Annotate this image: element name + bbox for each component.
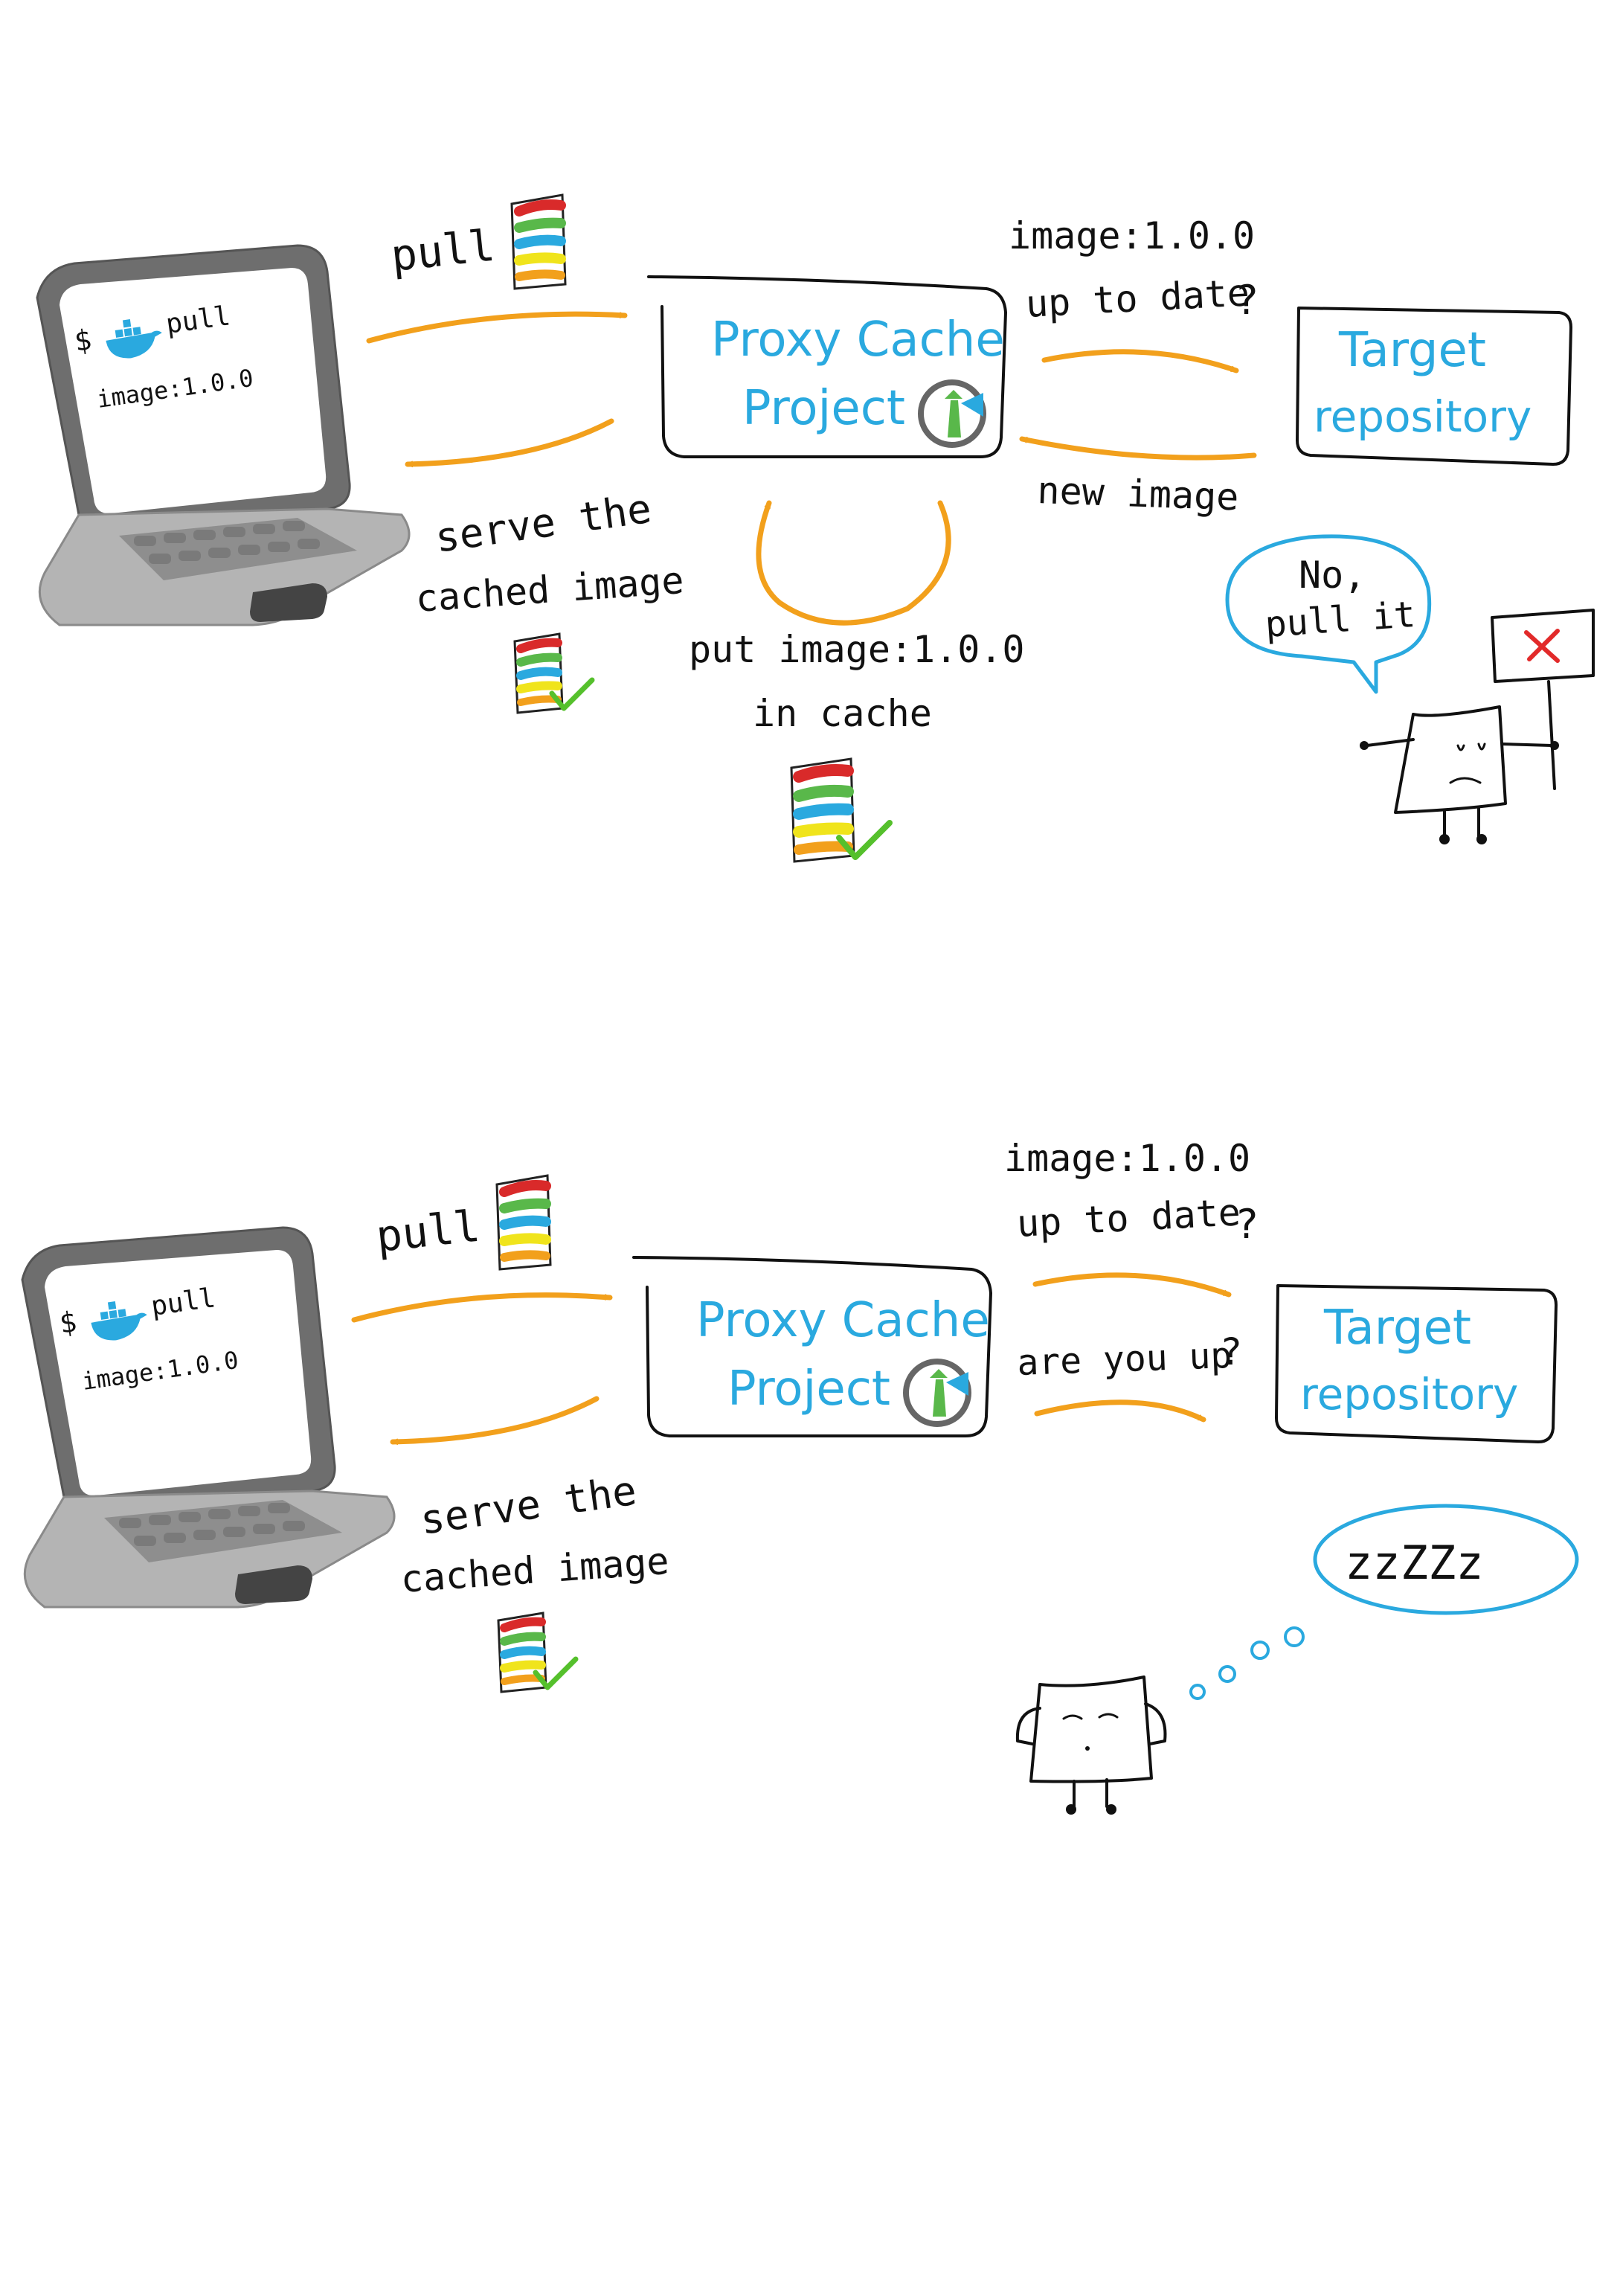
flag-icon xyxy=(1491,609,1595,683)
ping-question-mark: ? xyxy=(1220,1330,1242,1373)
target-title-bottom-line2: repository xyxy=(1300,1369,1518,1420)
image-stack-icon-bottom xyxy=(495,1174,552,1271)
check-icon xyxy=(533,1656,579,1690)
ping-label: are you up xyxy=(1016,1335,1232,1384)
check-question-mark: ? xyxy=(1235,277,1259,324)
check-label-line1: image:1.0.0 xyxy=(1009,214,1255,257)
check-icon xyxy=(549,677,595,711)
put-label-line1: put image:1.0.0 xyxy=(689,628,1025,671)
proxy-title-bottom-line2: Project xyxy=(727,1362,890,1417)
laptop-icon: $ pull image:1.0.0 xyxy=(36,244,411,626)
sleep-bubble: zzZZz xyxy=(1189,1504,1579,1700)
check-question-mark-bottom: ? xyxy=(1235,1201,1259,1248)
target-title-line2: repository xyxy=(1314,391,1532,442)
sleep-text: zzZZz xyxy=(1345,1536,1484,1590)
target-repository-box: Target repository xyxy=(1296,307,1572,466)
proxy-cache-box-bottom: Proxy Cache Project xyxy=(632,1256,992,1437)
put-label-line2: in cache xyxy=(753,692,932,735)
proxy-cache-box: Proxy Cache Project xyxy=(647,275,1007,458)
cross-icon xyxy=(1524,629,1560,663)
speech-bubble: No, pull it xyxy=(1225,534,1432,694)
serve-label-bottom-line2: cached image xyxy=(399,1539,670,1601)
check-icon xyxy=(836,820,893,860)
image-stack-icon xyxy=(510,193,567,290)
bubble-line1: No, xyxy=(1299,554,1366,597)
lighthouse-logo-icon-bottom xyxy=(903,1359,971,1427)
proxy-title-line2: Project xyxy=(742,381,905,436)
image-stack-check-icon-bottom xyxy=(497,1612,579,1693)
check-label-line2: up to date xyxy=(1025,271,1251,326)
proxy-title-line1: Proxy Cache xyxy=(711,312,1005,368)
image-stack-check-icon xyxy=(513,632,595,714)
proxy-title-bottom-line1: Proxy Cache xyxy=(696,1293,990,1348)
pull-label-bottom: pull xyxy=(373,1201,482,1262)
repository-character-sleeping xyxy=(1015,1675,1167,1815)
docker-whale-icon-bottom xyxy=(91,1301,147,1341)
serve-label-bottom-line1: serve the xyxy=(417,1467,640,1544)
target-title-bottom-line1: Target xyxy=(1323,1301,1471,1356)
laptop-icon-bottom: $ pull image:1.0.0 xyxy=(21,1226,396,1609)
lighthouse-logo-icon xyxy=(918,379,986,448)
check-label-bottom-line1: image:1.0.0 xyxy=(1004,1137,1250,1180)
scenario-top: $ pull image:1.0.0 pull serve the cached… xyxy=(36,193,1595,863)
docker-whale-icon xyxy=(106,319,162,359)
check-label-bottom-line2: up to date xyxy=(1016,1190,1242,1245)
new-image-label: new image xyxy=(1037,469,1240,519)
target-title-line1: Target xyxy=(1338,323,1486,378)
flag-pole xyxy=(1547,680,1556,790)
pull-label: pull xyxy=(388,220,497,281)
scenario-bottom: $ pull image:1.0.0 pull serve the cached… xyxy=(21,1137,1579,1815)
repository-character-top xyxy=(1360,609,1595,844)
image-stack-check-icon-large xyxy=(790,757,893,863)
serve-label-line2: cached image xyxy=(414,559,685,621)
bubble-line2: pull it xyxy=(1264,594,1417,646)
target-repository-box-bottom: Target repository xyxy=(1275,1284,1558,1443)
serve-label-line1: serve the xyxy=(432,485,655,562)
